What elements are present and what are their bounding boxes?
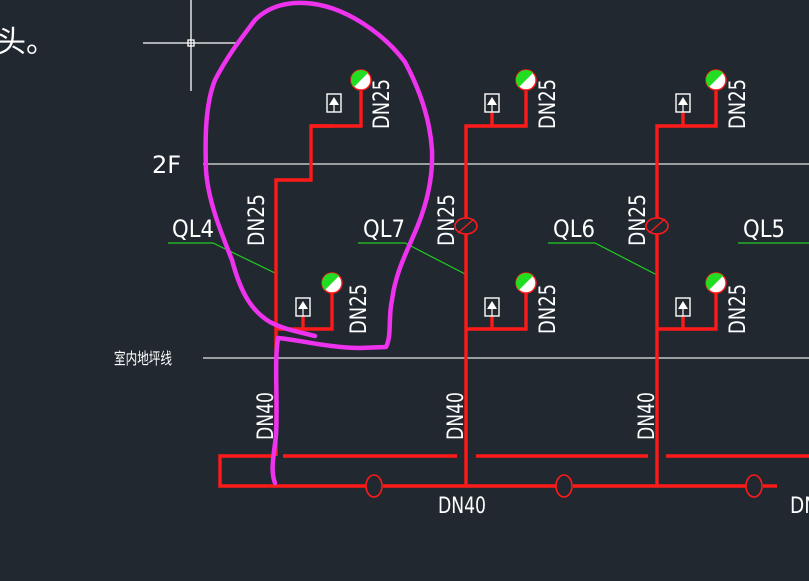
riser-ql7-lower-branch: [466, 291, 528, 331]
pipe-valve-icons: [365, 217, 763, 498]
pipe-size-labels: DN25 DN25 DN25 DN25 DN25 DN25 DN25 DN25 …: [245, 79, 809, 519]
riser-leader-lines: [168, 242, 809, 276]
sprinkler-head-icon: [515, 69, 537, 91]
size-label-ql6-base: DN40: [635, 392, 660, 440]
sprinkler-head-icon: [515, 272, 537, 294]
size-label-ql6-riser: DN25: [626, 194, 651, 246]
riser-ql6-lower-branch: [657, 291, 718, 331]
size-label-ql7-upper: DN25: [536, 79, 561, 129]
flow-indicator-icon: [295, 297, 311, 317]
size-label-main-pipe-edge: DN: [790, 494, 809, 519]
riser-ql7: [464, 91, 528, 486]
size-label-ql7-riser: DN25: [435, 194, 460, 246]
flow-indicators: [295, 93, 691, 317]
size-label-ql6-upper: DN25: [726, 79, 751, 129]
riser-label-ql6: QL6: [553, 215, 595, 243]
sprinkler-head-icon: [321, 272, 343, 294]
floor-label-2f: 2F: [152, 151, 181, 179]
sprinkler-head-icon: [705, 69, 727, 91]
flow-indicator-icon: [484, 297, 500, 317]
flow-indicator-icon: [326, 93, 342, 113]
size-label-main-pipe: DN40: [438, 494, 486, 519]
riser-label-ql4: QL4: [172, 215, 214, 243]
size-label-ql6-lower: DN25: [726, 284, 751, 334]
sprinkler-head-icon: [705, 272, 727, 294]
riser-label-ql7: QL7: [363, 215, 405, 243]
size-label-ql7-base: DN40: [444, 392, 469, 440]
size-label-ql4-lower: DN25: [347, 284, 372, 334]
size-label-ql7-lower: DN25: [536, 284, 561, 334]
pipe-valve-icon: [745, 474, 763, 498]
top-left-text-fragment: 头。: [0, 25, 56, 60]
main-pipe-upper: [218, 454, 367, 488]
size-label-ql4-riser: DN25: [245, 194, 270, 246]
flow-indicator-icon: [675, 297, 691, 317]
sprinkler-heads: [321, 69, 727, 294]
size-label-ql4-upper: DN25: [370, 79, 395, 129]
pipe-valve-icon: [365, 474, 383, 498]
sprinkler-head-icon: [350, 69, 372, 91]
riser-ql4: [274, 91, 363, 456]
ground-line-label: 室内地坪线: [114, 349, 172, 368]
pipe-valve-icon: [555, 474, 573, 498]
flow-indicator-icon: [484, 93, 500, 113]
crosshair-cursor-icon: [143, 0, 238, 91]
riser-ql6: [655, 91, 718, 486]
flow-indicator-icon: [675, 93, 691, 113]
riser-label-ql5: QL5: [743, 215, 785, 243]
markup-freehand-annotation[interactable]: [203, 0, 435, 486]
